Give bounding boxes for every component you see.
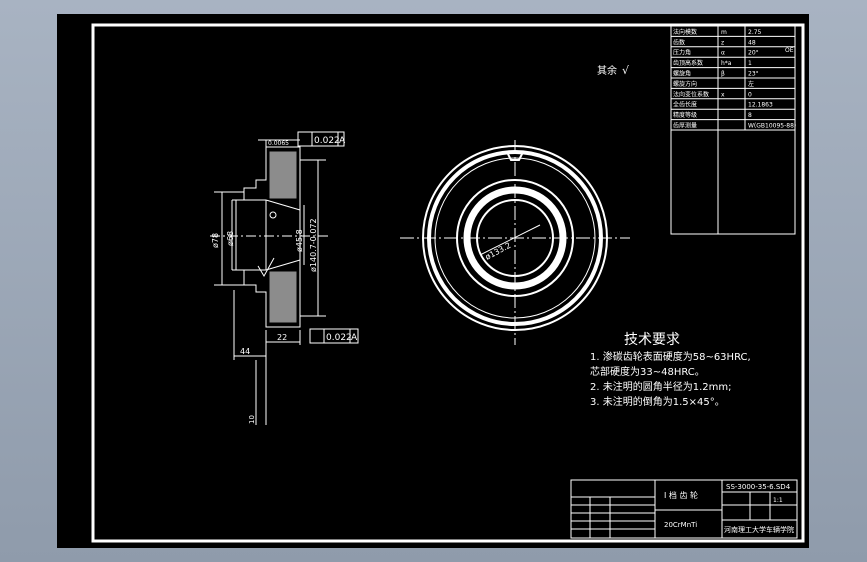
param-cell: 螺旋角: [673, 70, 691, 78]
inner-border: [91, 23, 805, 543]
param-cell: 精度等级: [673, 111, 697, 119]
param-cell: α: [721, 50, 725, 57]
small-tolerance-label: 0.0065: [268, 140, 289, 147]
tech-req-line-3: 2. 未注明的圆角半径为1.2mm;: [590, 380, 731, 393]
param-cell: h*a: [721, 60, 732, 67]
param-cell: 压力角: [673, 49, 691, 57]
material-label: 20CrMnTi: [664, 521, 697, 529]
param-cell: 12.1863: [748, 102, 773, 109]
param-cell: 齿顶高系数: [673, 59, 703, 67]
tolerance-bottom-value: 0.022: [326, 333, 352, 343]
tech-req-line-4: 3. 未注明的倒角为1.5×45°。: [590, 395, 725, 408]
param-cell: W(GB10095-88): [748, 123, 796, 130]
param-cell: 法向模数: [673, 28, 697, 36]
param-cell: 20°: [748, 50, 759, 57]
param-cell: 左: [748, 80, 754, 88]
tolerance-top-value: 0.022: [314, 136, 340, 146]
param-cell: 齿数: [673, 38, 685, 46]
param-cell: 0: [748, 91, 752, 98]
datum-bottom-label: A: [351, 333, 358, 343]
table-right-mark: OE: [785, 47, 794, 54]
dim-outer-label: ø140.7-0.072: [309, 218, 318, 272]
scale-label: 1:1: [773, 497, 783, 504]
front-view: [400, 140, 630, 345]
dim-68-label: ø68: [226, 231, 235, 246]
tech-req-line-2: 芯部硬度为33~48HRC。: [590, 365, 705, 378]
parameter-table: [670, 25, 796, 235]
param-cell: 48: [748, 39, 756, 46]
section-view: [210, 131, 359, 425]
param-cell: 8: [748, 112, 752, 119]
dim-44-label: 44: [240, 347, 250, 356]
param-cell: 齿厚测量: [673, 122, 697, 130]
dim-22-label: 22: [277, 333, 287, 342]
tech-req-line-1: 1. 渗碳齿轮表面硬度为58~63HRC,: [590, 350, 751, 363]
param-cell: 23°: [748, 71, 759, 78]
param-cell: m: [721, 29, 727, 36]
parameter-table-cells: 法向模数 m 2.75 齿数 z 48 压力角 α 20° 齿顶高系数 h*a 1 螺旋角 β 23° 螺旋方…: [673, 28, 796, 130]
other-surfaces-note: 其余: [597, 64, 617, 77]
drawing-number: SS-3000-35-6.SD4: [726, 483, 791, 491]
param-cell: 法向变位系数: [673, 90, 709, 98]
param-cell: β: [721, 71, 725, 78]
dim-10-label: 10: [248, 415, 256, 424]
dim-inner-bore-label: ø45.8: [295, 229, 304, 252]
roughness-icon: √: [622, 64, 630, 77]
param-cell: z: [721, 39, 724, 46]
param-cell: 1: [748, 60, 752, 67]
param-cell: 2.75: [748, 29, 762, 36]
param-cell: 全齿长度: [673, 101, 697, 109]
title-block: [570, 479, 798, 539]
section-view-labels: 0.022 A 0.022 A 0.0065 ø78 ø68 ø45.8 ø14…: [211, 136, 358, 424]
part-name: I 档 齿 轮: [664, 490, 698, 500]
dim-78-label: ø78: [211, 233, 220, 248]
dim-circle-label: ø133.2: [484, 241, 513, 262]
param-cell: 螺旋方向: [673, 80, 697, 88]
datum-top-label: A: [339, 136, 346, 146]
tech-requirements-title: 技术要求: [624, 332, 680, 348]
param-cell: x: [721, 91, 725, 98]
school-label: 河南理工大学车辆学院: [724, 525, 794, 534]
